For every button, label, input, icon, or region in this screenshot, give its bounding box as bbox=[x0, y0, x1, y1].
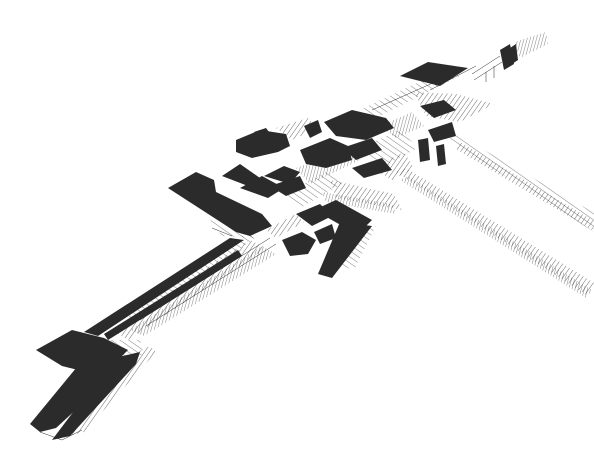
diagonal-corridor bbox=[84, 232, 276, 340]
lower-left-wing bbox=[30, 330, 156, 441]
fine-railings bbox=[139, 65, 477, 327]
right-road-upper bbox=[448, 134, 594, 232]
right-road-lower bbox=[396, 168, 594, 298]
upper-right-bar bbox=[360, 62, 494, 166]
lower-spur bbox=[266, 200, 376, 278]
far-right-tower bbox=[471, 32, 548, 82]
left-block bbox=[168, 164, 284, 238]
